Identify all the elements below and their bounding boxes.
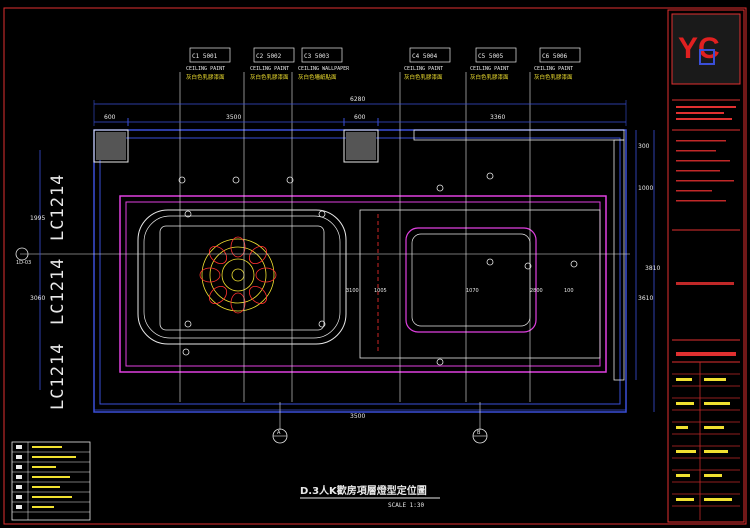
svg-text:600: 600 — [104, 114, 116, 121]
svg-text:灰白色乳膠漆面: 灰白色乳膠漆面 — [470, 73, 509, 81]
side-label-1: LC1214 — [48, 342, 68, 410]
svg-text:2800: 2800 — [530, 288, 543, 294]
dimension-interior: 1070 3100 1005 2800 100 — [346, 288, 574, 294]
section-marker-b: B — [472, 402, 488, 444]
svg-text:CEILING PAINT: CEILING PAINT — [534, 66, 573, 72]
company-logo: YC — [678, 32, 720, 65]
svg-text:D.3人K歡房項層燈型定位圖: D.3人K歡房項層燈型定位圖 — [300, 484, 427, 497]
svg-text:C5 5005: C5 5005 — [478, 53, 504, 60]
ceiling-pocket-left — [137, 209, 347, 345]
drawing-frame — [3, 7, 747, 525]
svg-text:C1 5001: C1 5001 — [192, 53, 218, 60]
dimension-right: 300 1000 3810 3610 — [635, 130, 660, 412]
svg-text:3500: 3500 — [226, 114, 241, 121]
section-marker-a: A — [272, 402, 288, 444]
svg-text:3500: 3500 — [350, 413, 365, 420]
dimension-left: 1995 3060 — [30, 150, 45, 390]
svg-text:YC: YC — [678, 32, 720, 65]
svg-text:CEILING PAINT: CEILING PAINT — [470, 66, 509, 72]
legend-box — [11, 441, 91, 521]
dimension-top-overall: 6280 — [93, 96, 627, 126]
svg-text:SCALE 1:30: SCALE 1:30 — [388, 502, 425, 509]
svg-text:6280: 6280 — [350, 96, 365, 103]
svg-text:灰白色乳膠漆面: 灰白色乳膠漆面 — [250, 73, 289, 81]
svg-text:1005: 1005 — [374, 288, 387, 294]
svg-text:灰白色乳膠漆面: 灰白色乳膠漆面 — [534, 73, 573, 81]
svg-text:灰白色乳膠漆面: 灰白色乳膠漆面 — [186, 73, 225, 81]
room-walls — [93, 129, 627, 413]
title-block: YC — [667, 9, 745, 523]
side-label-3: LC1214 — [48, 173, 68, 241]
svg-text:CEILING PAINT: CEILING PAINT — [186, 66, 225, 72]
callout-3: C3 5003 CEILING WALLPAPER 灰白色墻紙貼面 — [298, 47, 350, 81]
chandelier-rosette — [199, 236, 277, 314]
svg-text:灰白色墻紙貼面: 灰白色墻紙貼面 — [298, 73, 337, 81]
svg-text:CEILING WALLPAPER: CEILING WALLPAPER — [298, 66, 350, 72]
svg-text:3810: 3810 — [645, 265, 660, 272]
callout-4: C4 5004 CEILING PAINT 灰白色乳膠漆面 — [404, 47, 451, 81]
svg-text:600: 600 — [354, 114, 366, 121]
level-tag-left: 1D-03 — [15, 247, 31, 266]
drawing-title: D.3人K歡房項層燈型定位圖 SCALE 1:30 — [300, 484, 440, 509]
dimension-top-segments: 600 3500 600 3360 — [94, 114, 626, 126]
svg-text:C2 5002: C2 5002 — [256, 53, 282, 60]
svg-text:3360: 3360 — [490, 114, 505, 121]
svg-text:CEILING PAINT: CEILING PAINT — [404, 66, 443, 72]
svg-text:C4 5004: C4 5004 — [412, 53, 438, 60]
svg-text:CEILING PAINT: CEILING PAINT — [250, 66, 289, 72]
downlights — [178, 172, 578, 366]
ceiling-perimeter — [119, 195, 607, 373]
svg-text:3100: 3100 — [346, 288, 359, 294]
svg-text:灰白色乳膠漆面: 灰白色乳膠漆面 — [404, 73, 443, 81]
callout-6: C6 5006 CEILING PAINT 灰白色乳膠漆面 — [534, 47, 581, 81]
svg-text:1995: 1995 — [30, 215, 45, 222]
svg-text:300: 300 — [638, 143, 650, 150]
callout-2: C2 5002 CEILING PAINT 灰白色乳膠漆面 — [250, 47, 295, 81]
ceiling-pocket-right — [359, 209, 601, 359]
callout-5: C5 5005 CEILING PAINT 灰白色乳膠漆面 — [470, 47, 517, 81]
side-label-2: LC1214 — [48, 258, 68, 326]
svg-text:A: A — [277, 430, 281, 436]
svg-text:C6 5006: C6 5006 — [542, 53, 568, 60]
svg-text:1000: 1000 — [638, 185, 653, 192]
svg-text:C3 5003: C3 5003 — [304, 53, 330, 60]
svg-text:1070: 1070 — [466, 288, 479, 294]
side-label: LC1214 LC1214 LC1214 — [48, 150, 78, 410]
svg-text:100: 100 — [564, 288, 574, 294]
svg-text:3060: 3060 — [30, 295, 45, 302]
callout-1: C1 5001 CEILING PAINT 灰白色乳膠漆面 — [186, 47, 231, 81]
center-lines — [20, 72, 630, 402]
dimension-bottom: 3500 — [94, 409, 626, 420]
svg-text:B: B — [477, 430, 481, 436]
svg-text:1D-03: 1D-03 — [16, 260, 31, 266]
svg-text:3610: 3610 — [638, 295, 653, 302]
